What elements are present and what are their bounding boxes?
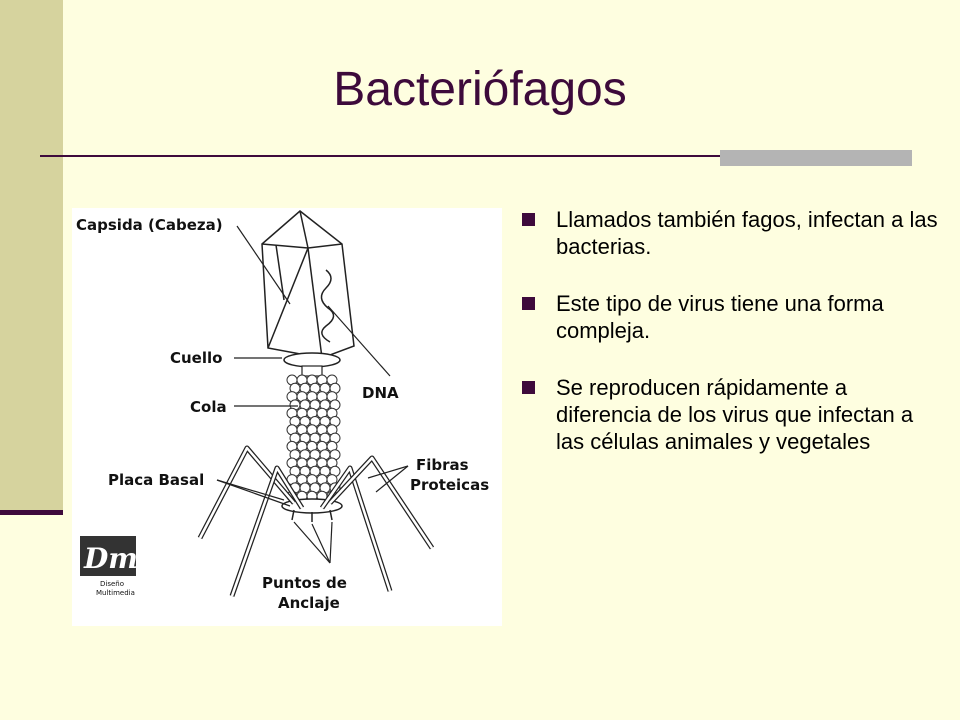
label-anchors-line2: Anclaje [278,594,340,612]
leader-lines [216,225,409,564]
bacteriophage-diagram: Capsida (Cabeza) Cuello DNA Cola Placa B… [72,208,502,626]
bullet-list: Llamados también fagos, infectan a las b… [520,206,940,485]
square-bullet-icon [522,297,535,310]
neck-collar [283,352,341,368]
logo-block [80,536,136,576]
label-base-plate: Placa Basal [108,471,204,489]
side-band [0,0,63,510]
label-fibers-line1: Fibras [416,456,469,474]
logo-line2: Multimedia [96,589,135,597]
label-fibers-line2: Proteicas [410,476,489,494]
bacteriophage-illustration: Capsida (Cabeza) Cuello DNA Cola Placa B… [76,210,489,612]
square-bullet-icon [522,381,535,394]
label-neck: Cuello [170,349,222,367]
bullet-item: Llamados también fagos, infectan a las b… [520,206,940,260]
tail-fibers [197,445,435,597]
label-tail: Cola [190,398,227,416]
square-bullet-icon [522,213,535,226]
capsid-shape [261,210,355,359]
anchor-spikes [291,509,333,522]
dna-strand [320,269,335,343]
label-anchors-line1: Puntos de [262,574,347,592]
bullet-item: Se reproducen rápidamente a diferencia d… [520,374,940,455]
label-dna: DNA [362,384,399,402]
slide-title: Bacteriófagos [333,63,627,116]
tail-sheath [286,374,341,502]
title-rule-accent [720,150,912,166]
title-rule [40,155,912,157]
publisher-logo: Dm Diseño Multimedia [80,536,138,597]
logo-line1: Diseño [100,580,124,588]
bullet-text: Este tipo de virus tiene una forma compl… [556,291,884,343]
bullet-text: Llamados también fagos, infectan a las b… [556,207,938,259]
bullet-item: Este tipo de virus tiene una forma compl… [520,290,940,344]
bullet-text: Se reproducen rápidamente a diferencia d… [556,375,914,454]
logo-mark: Dm [83,542,138,575]
label-capsid: Capsida (Cabeza) [76,216,223,234]
side-band-line [0,510,63,515]
